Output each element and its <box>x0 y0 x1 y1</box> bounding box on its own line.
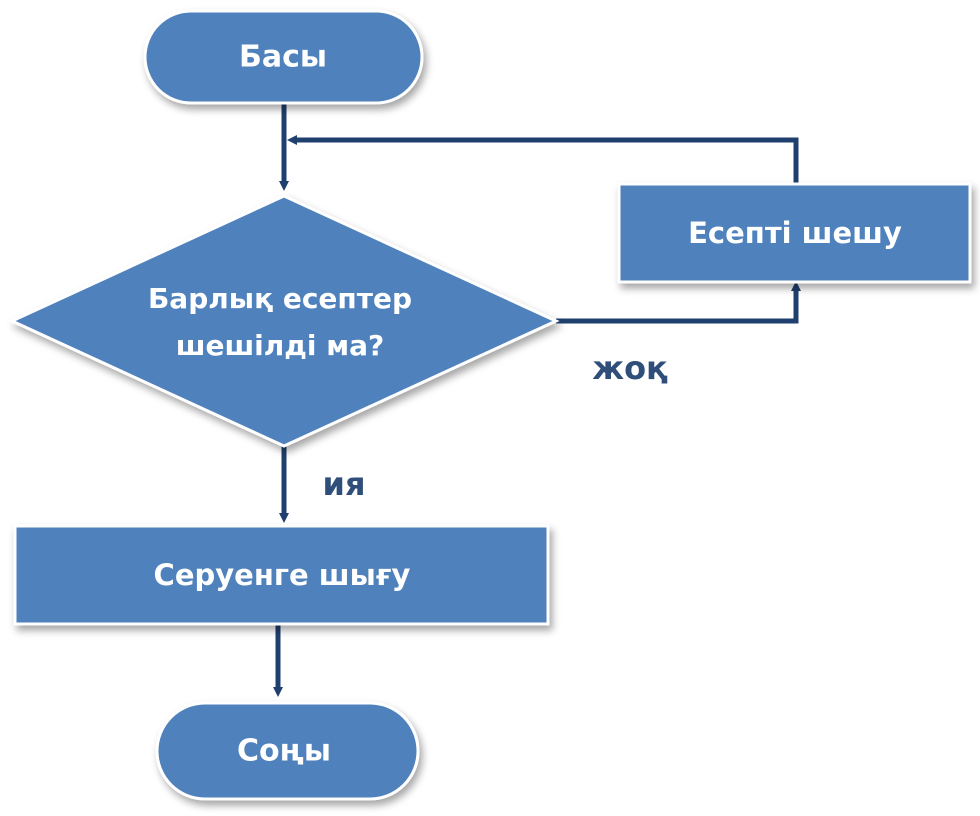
end-label: Соңы <box>237 734 331 769</box>
yes-label: ия <box>323 465 366 503</box>
walk-node <box>13 524 550 626</box>
decision-node <box>8 194 560 448</box>
no-label: жоқ <box>592 349 668 387</box>
solve-node <box>617 182 972 284</box>
connectors <box>273 104 801 697</box>
arrow-solve-to-loop <box>287 135 799 183</box>
start-label: Басы <box>239 40 327 75</box>
decision-label-line1: Барлық есептер <box>148 282 412 315</box>
decision-label-line2: шешілді ма? <box>176 329 385 362</box>
end-node <box>155 701 420 801</box>
walk-label: Серуенге шығу <box>154 558 411 592</box>
arrow-decision-to-solve <box>556 281 801 324</box>
solve-label: Есепті шешу <box>688 216 902 250</box>
start-node <box>143 9 424 105</box>
